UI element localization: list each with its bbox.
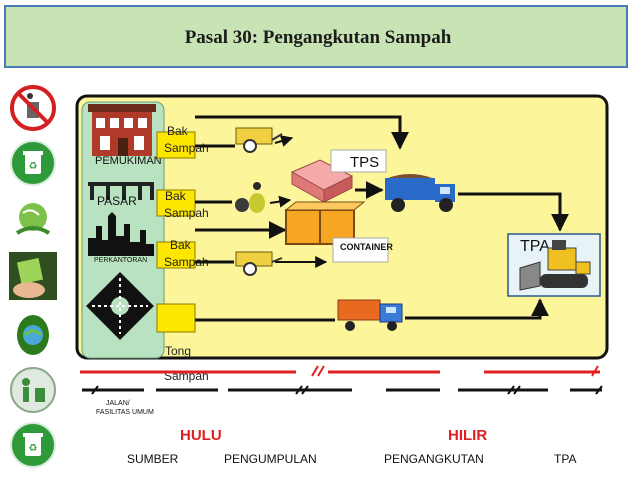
city-skyline-icon — [88, 212, 154, 256]
people-trash-icon — [10, 367, 56, 413]
container-icon — [284, 201, 366, 245]
bak-sampah-3 — [156, 241, 196, 269]
handcart-icon-2 — [235, 251, 283, 276]
handcart-icon-1 — [235, 127, 283, 153]
label-pasar: PASAR — [97, 194, 137, 208]
collection-truck-icon — [337, 299, 403, 331]
no-littering-icon — [10, 85, 56, 131]
bak1-label-1: Bak — [167, 124, 189, 138]
title-banner: Pasal 30: Pengangkutan Sampah — [4, 5, 628, 68]
flow-truck2-tpa — [405, 298, 549, 320]
svg-text:♻: ♻ — [29, 161, 38, 172]
zone-hilir: HILIR — [448, 427, 487, 444]
road-label-1: JALAN/ — [106, 400, 130, 407]
flow-collector-tps — [269, 195, 292, 208]
recycle-icon: ♻ — [10, 422, 56, 468]
flow-pemukiman-tps — [195, 115, 409, 150]
stage-pengangkutan: PENGANGKUTAN — [384, 452, 484, 466]
leaf-globe-icon — [17, 315, 49, 355]
label-pemukiman: PEMUKIMAN — [95, 155, 162, 167]
flow-cart1-tps — [274, 135, 294, 147]
road-label-2: FASILITAS UMUM — [96, 409, 154, 416]
bak-sampah-2 — [156, 189, 196, 217]
label-perkantoran: PERKANTORAN — [94, 257, 147, 264]
container-label: CONTAINER — [340, 242, 393, 252]
bak1-label-2: Sampah — [164, 141, 209, 155]
stage-pengumpulan: PENGUMPULAN — [224, 452, 317, 466]
bak2-label-1: Bak — [165, 189, 187, 203]
tps-label-box — [330, 149, 387, 173]
dump-truck-icon — [385, 174, 455, 212]
svg-text:♻: ♻ — [29, 443, 38, 454]
stage-sumber: SUMBER — [127, 452, 179, 466]
zone-hulu: HULU — [180, 427, 222, 444]
bulldozer-icon — [519, 240, 591, 291]
tps-label: TPS — [350, 154, 379, 171]
bak3-label-2: Sampah — [164, 255, 209, 269]
bak2-label-2: Sampah — [164, 206, 209, 220]
container-label-box — [332, 237, 389, 263]
green-globe-icon — [15, 203, 51, 235]
house-icon — [88, 104, 156, 156]
hand-card-icon — [9, 252, 57, 300]
road-junction-icon — [86, 272, 154, 340]
stage-tpa: TPA — [554, 452, 576, 466]
bak-sampah-1 — [156, 131, 196, 159]
tong-sampah — [156, 303, 196, 333]
tong-label-1: Tong — [165, 344, 191, 358]
tpa-label: TPA — [520, 238, 550, 255]
flow-truck-tpa — [458, 192, 569, 232]
waste-collector-icon — [235, 182, 265, 213]
page-title: Pasal 30: Pengangkutan Sampah — [184, 27, 452, 48]
market-icon — [88, 182, 154, 200]
bak3-label-1: Bak — [170, 238, 192, 252]
recycle-icon: ♻ — [10, 140, 56, 186]
